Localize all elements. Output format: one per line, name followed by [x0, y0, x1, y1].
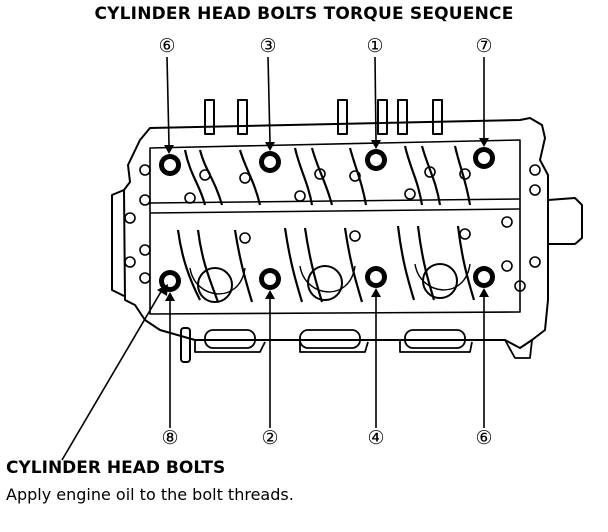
bolt-bottom-3 [365, 266, 387, 288]
spark-plug-bores [189, 263, 471, 303]
cylinder-head-outline [123, 117, 549, 349]
sequence-label-top-2: ③ [259, 35, 276, 57]
callout-heading: CYLINDER HEAD BOLTS [6, 458, 226, 478]
valve-cover-frame [149, 139, 521, 315]
cylinder-head-bolts [159, 147, 495, 292]
sequence-label-top-4: ⑦ [475, 35, 492, 57]
camshaft-end [547, 197, 583, 245]
sequence-label-top-3: ① [366, 35, 383, 57]
leader-lines [61, 56, 489, 461]
diagram-title: CYLINDER HEAD BOLTS TORQUE SEQUENCE [94, 4, 514, 24]
sequence-label-bottom-3: ④ [367, 427, 384, 449]
bolt-bottom-4 [473, 266, 495, 288]
bolt-bottom-2 [259, 268, 281, 290]
top-studs [204, 99, 443, 135]
sequence-label-bottom-4: ⑥ [475, 427, 492, 449]
sequence-label-bottom-1: ⑧ [161, 427, 178, 449]
bolt-top-1 [159, 154, 181, 176]
intake-ports [194, 329, 533, 359]
rocker-arms [176, 145, 476, 303]
dowel-pin [180, 327, 191, 363]
sequence-label-bottom-2: ② [261, 427, 278, 449]
sequence-label-top-1: ⑥ [158, 35, 175, 57]
bolt-top-3 [365, 149, 387, 171]
sequence-labels: ⑥ ③ ① ⑦ ⑧ ② ④ ⑥ [158, 35, 492, 449]
bolt-top-2 [259, 151, 281, 173]
callout-note: Apply engine oil to the bolt threads. [6, 485, 294, 504]
bolt-top-4 [473, 147, 495, 169]
mounting-holes [124, 164, 541, 292]
